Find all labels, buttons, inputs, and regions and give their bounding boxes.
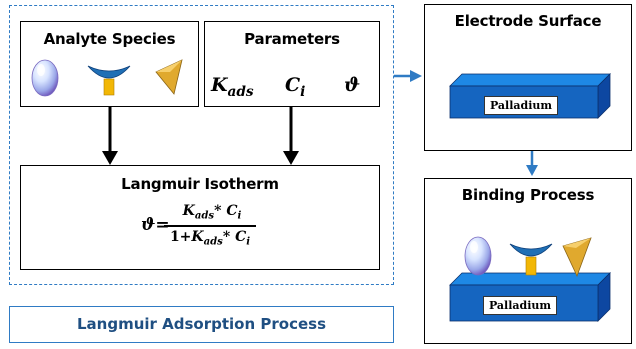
formula-num-k: K	[182, 203, 195, 219]
left-panel-group	[9, 5, 394, 285]
langmuir-isotherm-box: Langmuir Isotherm	[20, 165, 380, 270]
param-kads-base: K	[211, 74, 228, 96]
formula-den-k-sub: ads	[203, 236, 223, 248]
formula-den-k: K	[191, 229, 204, 245]
param-kads: Kads	[211, 74, 254, 100]
analyte-species-title: Analyte Species	[43, 30, 176, 48]
formula-num-op: *	[214, 203, 227, 219]
param-ci-sub: i	[300, 83, 306, 100]
electrode-surface-title: Electrode Surface	[454, 12, 602, 30]
cone-molecule-icon	[155, 59, 183, 95]
bound-cup-icon	[509, 243, 553, 276]
formula-den-c-sub: i	[246, 236, 251, 248]
binding-process-title: Binding Process	[461, 186, 595, 204]
parameters-title: Parameters	[244, 30, 340, 48]
palladium-label-electrode: Palladium	[484, 96, 558, 115]
formula-den-prefix: 1+	[169, 229, 192, 245]
langmuir-adsorption-caption: Langmuir Adsorption Process	[9, 306, 394, 343]
formula-fraction-bar	[164, 225, 256, 227]
formula-denominator: 1+Kads* Ci	[160, 229, 260, 248]
arrow-to-binding	[526, 151, 538, 176]
param-ci-base: C	[285, 74, 301, 96]
cup-molecule-icon	[87, 65, 131, 96]
arrow-analyte-to-isotherm	[102, 107, 118, 165]
formula-numerator: Kads* Ci	[172, 203, 252, 222]
formula-num-k-sub: ads	[194, 210, 215, 222]
formula-lhs: ϑ=	[141, 215, 170, 235]
palladium-label-binding: Palladium	[483, 296, 557, 315]
arrow-parameters-to-isotherm	[283, 107, 299, 165]
formula-num-c-sub: i	[237, 210, 242, 222]
parameters-box: Parameters Kads Ci ϑ	[204, 21, 380, 107]
param-theta: ϑ	[344, 74, 361, 96]
formula-den-c: C	[235, 229, 247, 245]
sphere-molecule-icon	[31, 59, 59, 97]
param-kads-sub: ads	[227, 83, 254, 100]
bound-cone-icon	[562, 237, 592, 278]
bound-sphere-icon	[464, 236, 492, 276]
param-ci: Ci	[285, 74, 305, 100]
arrow-to-electrode	[394, 70, 422, 82]
formula-den-op: *	[222, 229, 236, 245]
langmuir-isotherm-title: Langmuir Isotherm	[121, 175, 279, 193]
formula-num-c: C	[226, 203, 238, 219]
